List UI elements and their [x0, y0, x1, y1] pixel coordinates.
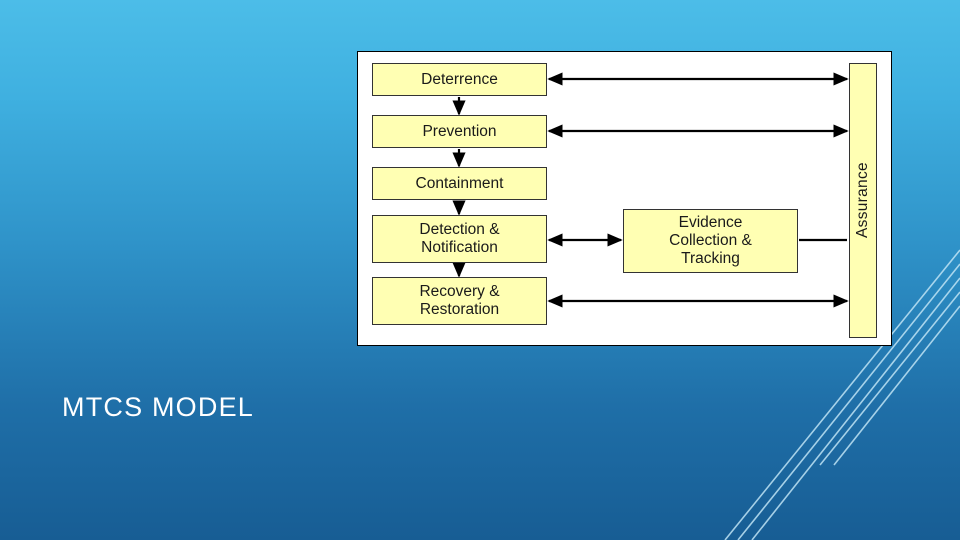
node-prevention[interactable]: Prevention [372, 115, 547, 148]
node-assurance[interactable]: Assurance [849, 63, 877, 338]
mtcs-model-diagram: Deterrence Prevention Containment Detect… [357, 51, 892, 346]
page-title: MTCS MODEL [62, 392, 255, 422]
node-containment[interactable]: Containment [372, 167, 547, 200]
node-evidence-collection-tracking[interactable]: Evidence Collection & Tracking [623, 209, 798, 273]
node-deterrence[interactable]: Deterrence [372, 63, 547, 96]
node-detection-notification[interactable]: Detection & Notification [372, 215, 547, 263]
node-recovery-restoration[interactable]: Recovery & Restoration [372, 277, 547, 325]
